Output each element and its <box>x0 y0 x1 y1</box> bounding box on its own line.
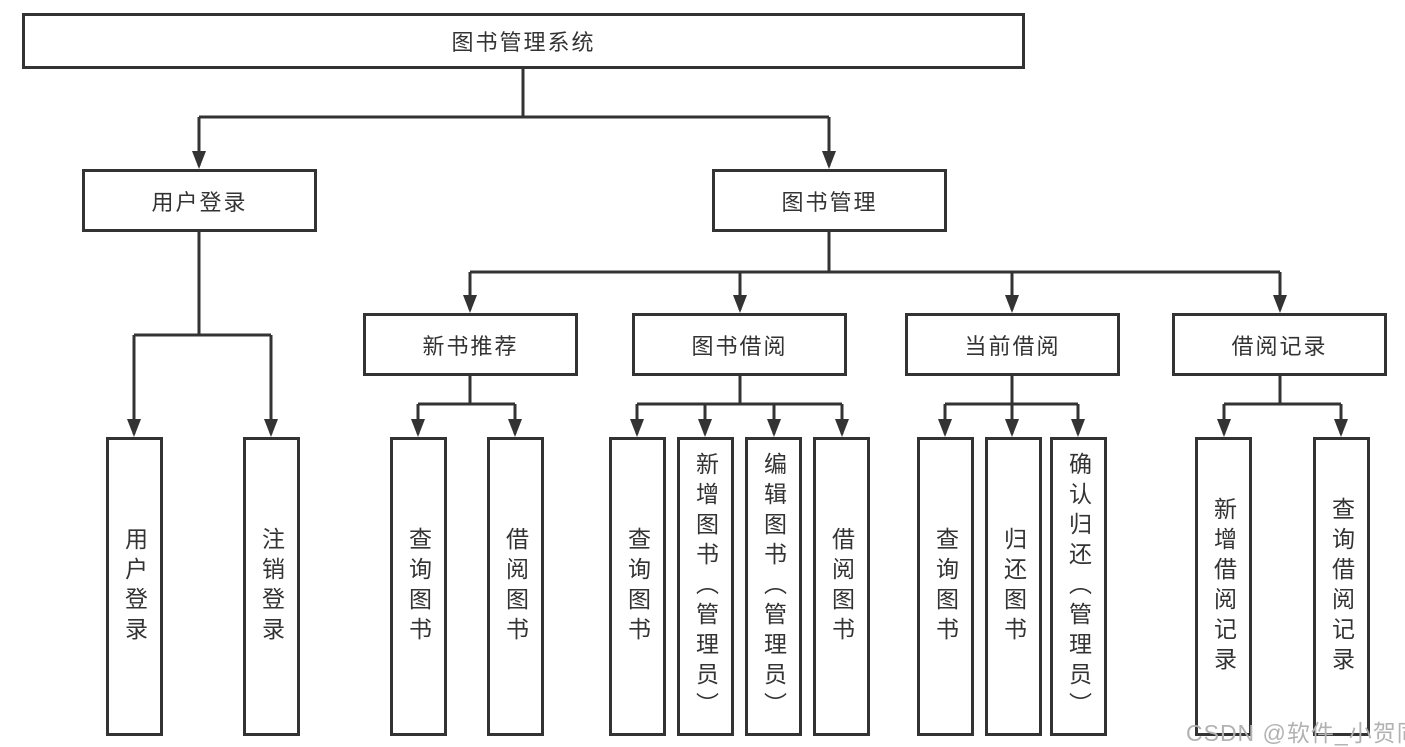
node-book-management: 图书管理 <box>712 169 947 232</box>
leaf-br-add-record: 新增借阅记录 <box>1195 437 1252 736</box>
leaf-br-query-record: 查询借阅记录 <box>1313 437 1370 736</box>
leaf-bb-query-books: 查询图书 <box>609 437 666 736</box>
node-borrowing-records: 借阅记录 <box>1172 313 1387 376</box>
node-new-book-recommend: 新书推荐 <box>363 313 578 376</box>
csdn-watermark: CSDN @软件_小贺同学 <box>1186 720 1405 746</box>
node-current-borrowing: 当前借阅 <box>905 313 1120 376</box>
leaf-bb-edit-books: 编辑图书（管理员） <box>745 437 802 736</box>
leaf-logout: 注销登录 <box>243 437 300 736</box>
node-root: 图书管理系统 <box>22 13 1025 69</box>
leaf-nb-query-books: 查询图书 <box>390 437 447 736</box>
leaf-bb-borrow-books: 借阅图书 <box>813 437 870 736</box>
leaf-cb-return-books: 归还图书 <box>985 437 1042 736</box>
connector-path <box>132 69 1343 434</box>
leaf-nb-borrow-books: 借阅图书 <box>487 437 544 736</box>
arrowheads <box>127 151 1348 437</box>
leaf-cb-confirm-return: 确认归还（管理员） <box>1050 437 1107 736</box>
leaf-cb-query-books: 查询图书 <box>917 437 974 736</box>
leaf-user-login: 用户登录 <box>106 437 163 736</box>
node-user-login: 用户登录 <box>82 169 317 232</box>
leaf-bb-add-books: 新增图书（管理员） <box>677 437 734 736</box>
node-book-borrowing: 图书借阅 <box>632 313 847 376</box>
